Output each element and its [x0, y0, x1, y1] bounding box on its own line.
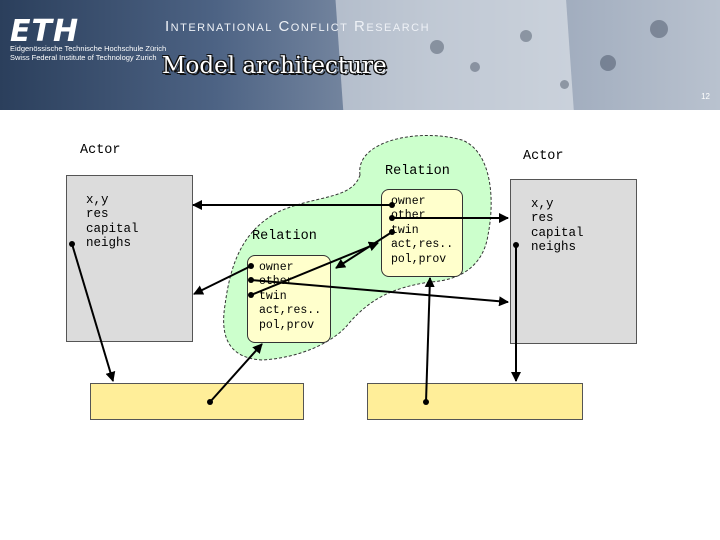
arrow-left-actor-to-bottom	[72, 244, 113, 381]
connector-dot	[69, 241, 75, 247]
connector-dot	[248, 277, 254, 283]
arrow-inner-twin-to-outer	[251, 243, 378, 295]
connector-dot	[423, 399, 429, 405]
connector-dot	[389, 202, 395, 208]
connector-dot	[207, 399, 213, 405]
arrow-inner-owner-to-left-actor	[194, 266, 251, 294]
arrow-bottom-left-to-inner	[210, 344, 262, 402]
arrow-twin-to-inner	[336, 232, 392, 268]
arrow-bottom-right-to-outer	[426, 278, 430, 402]
connector-dot	[389, 215, 395, 221]
connector-dot	[248, 263, 254, 269]
connector-dot	[513, 242, 519, 248]
connector-dot	[248, 292, 254, 298]
arrow-inner-other-to-right-actor	[251, 280, 508, 302]
connector-dot	[389, 229, 395, 235]
